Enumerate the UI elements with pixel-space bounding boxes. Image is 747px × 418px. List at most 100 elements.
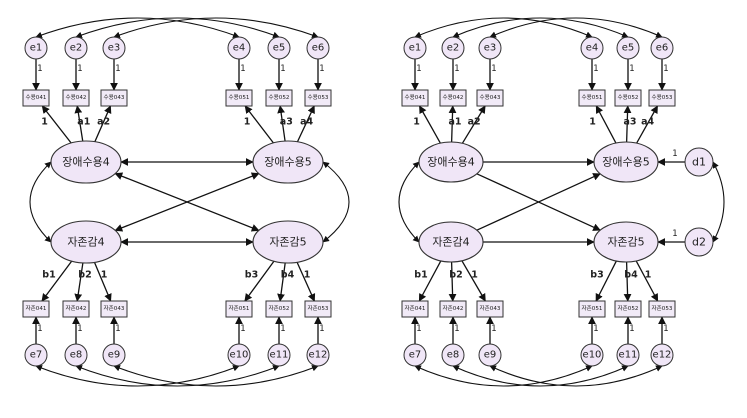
observed-indicator [265, 89, 293, 107]
latent-variable [50, 140, 122, 184]
error-label: e11 [619, 350, 638, 361]
loading-path-3 [461, 105, 486, 144]
indicator-label: 자존052 [269, 304, 290, 312]
error-label: e5 [273, 43, 286, 54]
error-term [24, 36, 48, 60]
loading-label: 1 [41, 117, 48, 128]
disturbance-node [684, 227, 714, 257]
loading-label: a2 [468, 117, 481, 128]
observed-indicator [439, 89, 467, 107]
loading-path-7 [41, 260, 73, 302]
observed-indicator [304, 300, 332, 318]
error-label: e9 [484, 350, 497, 361]
observed-indicator [614, 300, 642, 318]
observed-indicator [614, 89, 642, 107]
error-term [616, 36, 640, 60]
indicator-label: 수용042 [443, 94, 464, 101]
indicator-label: 수용043 [104, 94, 125, 101]
paths [398, 17, 725, 387]
error-term [616, 343, 640, 367]
error-path-label: 1 [416, 324, 421, 334]
error-term [64, 36, 88, 60]
observed-indicator [22, 300, 50, 318]
loading-label: a1 [448, 117, 461, 128]
error-term [227, 343, 251, 367]
error-label: e12 [653, 350, 672, 361]
observed-indicator [100, 89, 128, 107]
loading-label: a4 [641, 117, 654, 128]
latent-variable [593, 141, 659, 183]
loading-label: b2 [449, 270, 462, 281]
error-path-label: 1 [319, 64, 324, 74]
error-label: e7 [30, 350, 43, 361]
indicator-label: 자존052 [618, 304, 639, 312]
latent-variable [418, 221, 484, 263]
latent-label: 장애수용5 [264, 156, 311, 169]
indicator-label: 수용042 [66, 94, 87, 101]
loading-label: b1 [414, 270, 427, 281]
indicator-label: 수용053 [652, 94, 673, 101]
indicator-label: 자존042 [66, 304, 87, 312]
error-term [227, 36, 251, 60]
error-term [102, 36, 126, 60]
error-path-label: 1 [115, 324, 120, 334]
error-label: e7 [409, 350, 422, 361]
loading-label: 1 [645, 270, 652, 281]
indicator-label: 자존053 [308, 304, 329, 312]
error-label: e3 [484, 43, 497, 54]
indicator-label: 수용052 [618, 94, 639, 101]
error-label: e8 [70, 350, 83, 361]
loading-label: a3 [280, 117, 293, 128]
error-label: e5 [622, 43, 635, 54]
error-label: e4 [233, 43, 246, 54]
error-path-label: 1 [280, 324, 285, 334]
loading-label: b1 [42, 270, 55, 281]
indicator-label: 수용051 [229, 94, 250, 101]
error-label: e4 [586, 43, 599, 54]
indicator-label: 수용043 [480, 94, 501, 101]
latent-label: 자존감5 [269, 236, 306, 249]
indicator-label: 자존051 [582, 304, 603, 312]
observed-indicator [225, 300, 253, 318]
error-covariance-bottom-3 [489, 365, 663, 387]
covariance-latent-left [29, 161, 52, 243]
error-path-label: 1 [629, 324, 634, 334]
latent-label: 장애수용4 [62, 156, 109, 169]
disturbance-label: d1 [692, 156, 706, 169]
error-covariance-top-2 [452, 17, 629, 38]
latent-variable [252, 140, 324, 184]
observed-indicator [62, 89, 90, 107]
error-covariance-top-2 [75, 17, 280, 39]
loading-label: b3 [245, 270, 258, 281]
loading-path-8 [74, 262, 84, 302]
covariance-latent-diag-2 [114, 172, 260, 232]
loading-label: 1 [589, 117, 596, 128]
loading-label: 1 [244, 117, 251, 128]
error-covariance-bottom-2 [452, 365, 629, 387]
error-term [580, 36, 604, 60]
observed-indicator [648, 89, 676, 107]
error-covariance-top-3 [113, 17, 319, 39]
error-label: e12 [309, 350, 328, 361]
observed-indicator [401, 89, 429, 107]
latent-label: 장애수용5 [602, 156, 649, 169]
error-path-label: 1 [37, 64, 42, 74]
latent-variable [50, 220, 122, 264]
error-covariance-bottom-1 [414, 365, 593, 387]
loading-path-3 [94, 105, 112, 142]
paths [29, 17, 350, 387]
error-term [478, 343, 502, 367]
error-path-label: 1 [491, 324, 496, 334]
error-path-label: 1 [37, 324, 42, 334]
error-label: e2 [70, 43, 83, 54]
error-label: e10 [230, 350, 249, 361]
loading-label: b4 [624, 270, 638, 281]
observed-indicator [476, 300, 504, 318]
latent-label: 자존감4 [432, 236, 469, 249]
error-term [650, 36, 674, 60]
loading-path-2 [74, 105, 84, 142]
